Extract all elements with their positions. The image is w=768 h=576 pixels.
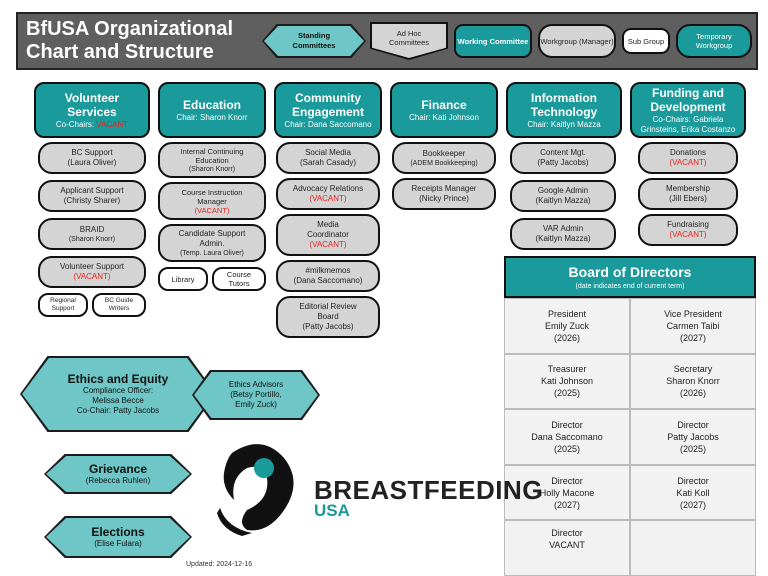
committee-membership: Membership(Jill Ebers) (638, 178, 738, 210)
board-header: Board of Directors (date indicates end o… (504, 256, 756, 298)
dept-volunteer-services: Volunteer Services Co-Chairs: VACANT (34, 82, 150, 138)
subgroup-library: Library (158, 267, 208, 291)
committee-social-media: Social Media(Sarah Casady) (276, 142, 380, 174)
committee-donations: Donations(VACANT) (638, 142, 738, 174)
subgroup-regional-support: Regional Support (38, 293, 88, 317)
dept-finance: Finance Chair: Kati Johnson (390, 82, 498, 138)
committee-advocacy-relations: Advocacy Relations(VACANT) (276, 178, 380, 210)
dept-funding-development: Funding and Development Co-Chairs: Gabri… (630, 82, 746, 138)
logo-wordmark-usa: USA (314, 501, 350, 520)
committee-applicant-support: Applicant Support(Christy Sharer) (38, 180, 146, 212)
committee-editorial-review-board: Editorial Review Board(Patty Jacobs) (276, 296, 380, 338)
committee-candidate-support-admin: Candidate Support Admin.(Temp. Laura Oli… (158, 224, 266, 262)
committee-ethics-equity: Ethics and Equity Compliance Officer: Me… (20, 356, 216, 432)
committee-bookkeeper: Bookkeeper(ADEM Bookkeeping) (392, 142, 496, 174)
committee-fundraising: Fundraising(VACANT) (638, 214, 738, 246)
committee-milkmemos: #milkmemos(Dana Saccomano) (276, 260, 380, 292)
subgroup-bc-guide-writers: BC Guide Writers (92, 293, 146, 317)
logo-wordmark: BREASTFEEDING (314, 475, 543, 505)
committee-elections: Elections (Elise Fulara) (44, 516, 192, 558)
committee-content-mgt: Content Mgt.(Patty Jacobs) (510, 142, 616, 174)
committee-bc-support: BC Support(Laura Oliver) (38, 142, 146, 174)
committee-internal-continuing-education: Internal Continuing Education(Sharon Kno… (158, 142, 266, 178)
updated-date: Updated: 2024-12-16 (186, 561, 253, 568)
header-bar: BfUSA Organizational Chart and Structure… (16, 12, 758, 70)
legend-standing: Standing Committees (262, 24, 366, 58)
legend-working: Working Committee (454, 24, 532, 58)
committee-ethics-advisors: Ethics Advisors (Betsy Portillo, Emily Z… (192, 370, 320, 420)
committee-volunteer-support: Volunteer Support(VACANT) (38, 256, 146, 288)
dept-education: Education Chair: Sharon Knorr (158, 82, 266, 138)
committee-course-instruction-manager: Course Instruction Manager(VACANT) (158, 182, 266, 220)
page-title: BfUSA Organizational Chart and Structure (26, 18, 234, 63)
committee-braid: BRAID(Sharon Knorr) (38, 218, 146, 250)
committee-google-admin: Google Admin(Kaitlyn Mazza) (510, 180, 616, 212)
committee-media-coordinator: Media Coordinator(VACANT) (276, 214, 380, 256)
breastfeeding-usa-logo-mark (217, 444, 294, 536)
legend-temporary: Temporary Workgroup (676, 24, 752, 58)
subgroup-course-tutors: Course Tutors (212, 267, 266, 291)
dept-information-technology: Information Technology Chair: Kaitlyn Ma… (506, 82, 622, 138)
committee-receipts-manager: Receipts Manager(Nicky Prince) (392, 178, 496, 210)
legend-subgroup: Sub Group (622, 28, 670, 54)
committee-var-admin: VAR Admin(Kaitlyn Mazza) (510, 218, 616, 250)
legend-workgroup: Workgroup (Manager) (538, 24, 616, 58)
dept-community-engagement: Community Engagement Chair: Dana Saccoma… (274, 82, 382, 138)
legend-adhoc: Ad Hoc Committees (370, 22, 448, 60)
committee-grievance: Grievance (Rebecca Ruhlen) (44, 454, 192, 494)
board-cell-empty (630, 520, 756, 576)
